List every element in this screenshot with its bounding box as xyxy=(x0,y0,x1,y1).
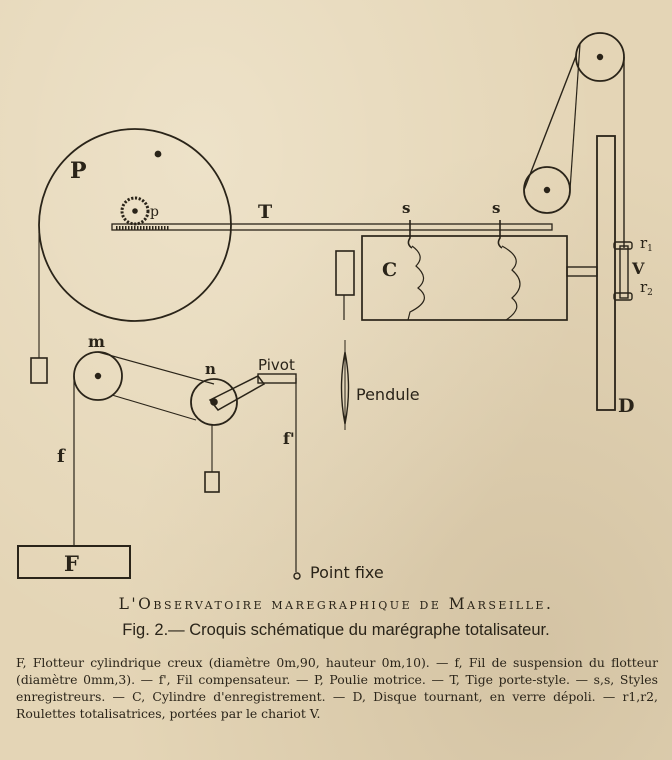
label-V: V xyxy=(631,259,645,278)
wire-m-n xyxy=(97,351,215,385)
label-D: D xyxy=(618,395,634,417)
label-pivot: Pivot xyxy=(258,356,295,374)
caption-figure: Fig. 2.— Croquis schématique du marégrap… xyxy=(122,621,550,639)
label-s2: s xyxy=(492,199,500,217)
label-point-fixe: Point fixe xyxy=(310,563,384,582)
pulley-n xyxy=(190,378,238,426)
caption-legend: F, Flotteur cylindrique creux (diamètre … xyxy=(16,655,658,721)
belt-left xyxy=(523,55,577,191)
label-p: p xyxy=(150,204,159,220)
wire-m-n-lower xyxy=(111,394,197,421)
style-s1 xyxy=(407,220,413,249)
label-n: n xyxy=(205,360,216,378)
top-pulley-center xyxy=(596,53,604,61)
disk-D xyxy=(596,135,616,411)
roller-r2 xyxy=(613,292,633,301)
pulley-P xyxy=(38,128,232,322)
label-F: F xyxy=(64,551,79,576)
pendulum-box xyxy=(335,250,355,296)
caption-title: L'Observatoire maregraphique de Marseill… xyxy=(118,595,554,613)
label-r1: r1 xyxy=(640,234,653,254)
belt-left-2 xyxy=(569,43,581,191)
trace-1 xyxy=(407,245,425,321)
pulley-m-center xyxy=(94,372,102,380)
float-F xyxy=(17,545,131,579)
roller-r1 xyxy=(613,241,633,250)
style-s2 xyxy=(497,220,503,249)
label-pendule: Pendule xyxy=(356,385,420,404)
label-T: T xyxy=(258,201,272,223)
trace-2 xyxy=(501,245,521,321)
pendulum-bob xyxy=(340,351,350,425)
chariot-V xyxy=(619,245,629,299)
cylinder-axle xyxy=(566,266,598,277)
maregraphe-diagram: P p T s s C r1 V r2 D m n Pivot f f' Pen… xyxy=(17,32,653,582)
label-f-prime: f' xyxy=(283,429,295,448)
cylinder-C xyxy=(361,235,568,321)
label-P: P xyxy=(70,158,87,184)
label-m: m xyxy=(88,332,105,351)
label-s1: s xyxy=(402,199,410,217)
label-r2: r2 xyxy=(640,278,653,298)
point-fixe-marker xyxy=(293,572,301,580)
label-f: f xyxy=(57,446,66,467)
small-pulley-center xyxy=(543,186,551,194)
lever-arm xyxy=(208,375,266,411)
gear-p-center xyxy=(132,208,138,214)
counterweight xyxy=(30,357,48,384)
label-C: C xyxy=(382,259,397,281)
pulley-P-axle xyxy=(154,150,162,158)
pivot-block xyxy=(257,373,297,384)
weight-n xyxy=(204,471,220,493)
rod-T xyxy=(111,223,553,231)
